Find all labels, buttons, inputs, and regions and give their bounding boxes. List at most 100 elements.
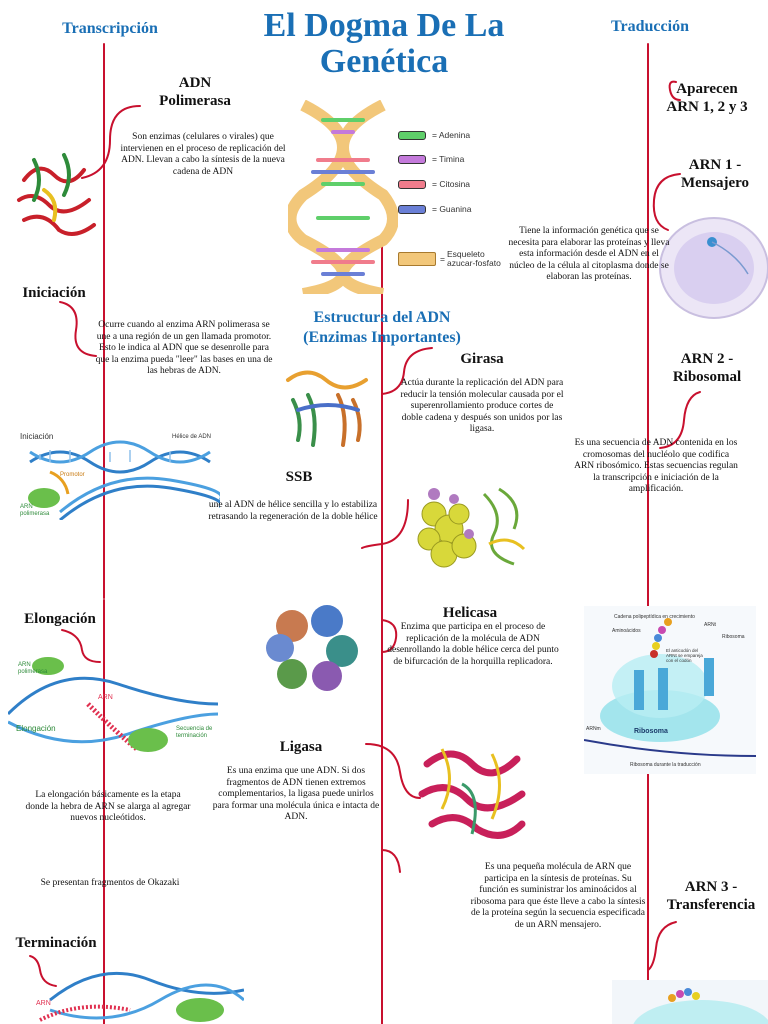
iniciacion-helix-graphic [28,440,220,520]
elongacion-helix-graphic [8,657,218,752]
connector-elongacion [61,629,101,663]
arnt-label: ARNt [704,622,716,628]
connector-aparecen [668,80,681,101]
girasa-text: Actúa durante la replicación del ADN par… [400,378,564,434]
heading-traduccion: Traducción [611,18,689,35]
terminacion-arn-label: ARN [36,1000,51,1007]
ribosoma-label: Ribosoma [634,728,668,735]
elongacion-image: ARN polimerasa ARN Elongación Secuencia … [8,654,218,764]
helicasa-text: Enzima que participa en el proceso de re… [387,622,559,667]
helice-adn-label: Hélice de ADN [172,434,212,440]
legend-item-esqueleto: = Esqueleto azucar-fosfato [398,250,507,268]
anticodon-label: El anticodón del ARNt se empareja con el… [666,648,703,663]
arn3-title-line1: ARN 3 - [684,879,738,895]
elongacion-title: Elongación [24,611,96,627]
adn-polimerasa-title-line1: ADN [178,75,212,91]
promotor-label: Promotor [60,472,85,478]
cadena-label: Cadena polipeptídica en crecimiento [614,614,695,620]
arnm-label: ARNm [586,726,601,732]
aparecen-title: Aparecen ARN 1, 2 y 3 [650,80,764,116]
adn-polimerasa-text: Son enzimas (celulares o virales) que in… [120,132,286,177]
legend-swatch-guanina [398,204,426,214]
arn1-title: ARN 1 - Mensajero [670,156,760,192]
okazaki-note: Se presentan fragmentos de Okazaki [40,878,180,888]
legend-item-citosina: = Citosina [398,177,470,191]
connector-arn3-text [381,849,401,873]
connector-arn2 [659,391,701,449]
iniciacion-title: Iniciación [22,285,86,301]
arn1-cell-image [659,217,768,319]
arn3-text: Es una pequeña molécula de ARN que parti… [470,862,646,930]
helicasa-star-icon: ✱ [303,635,321,660]
center-subtitle-line1: Estructura del ADN [313,309,451,326]
helicasa-image: ✱ [266,605,358,691]
legend-swatch-adenina [398,130,426,140]
elongacion-arn-label: ARN [98,694,113,701]
arn1-title-line2: Mensajero [680,175,750,191]
legend-swatch-citosina [398,179,426,189]
adn-polimerasa-title-line2: Polimerasa [159,93,231,109]
legend-item-guanina: = Guanina [398,202,471,216]
ribosoma-small-label: Ribosoma [722,634,745,640]
dna-helix-image [288,100,398,294]
connector-ssb [361,499,409,549]
legend-swatch-timina [398,154,426,164]
legend-item-timina: = Timina [398,152,464,166]
connector-ligasa [365,743,421,799]
connector-terminacion [29,955,57,987]
ribosoma-graphic [584,618,756,757]
arn1-text: Tiene la información genética que se nec… [508,226,670,282]
arn1-title-line1: ARN 1 - [688,157,742,173]
legend-label-adenina: = Adenina [432,130,471,140]
legend-label-citosina: = Citosina [432,179,471,189]
legend-item-adenina: = Adenina [398,128,470,142]
arn-polimerasa-label: ARN polimerasa [20,504,50,517]
aparecen-line2: ARN 1, 2 y 3 [666,99,748,115]
iniciacion-text: Ocurre cuando al enzima ARN polimerasa s… [95,320,273,376]
heading-transcripcion: Transcripción [62,20,158,37]
aparecen-line1: Aparecen [676,81,738,97]
arn2-title-line1: ARN 2 - [680,351,734,367]
legend-equals-esqueleto: = [440,254,445,264]
adn-polimerasa-image [17,153,96,236]
arn2-title: ARN 2 - Ribosomal [662,350,752,386]
connector-iniciacion [59,301,97,357]
elongacion-text: La elongación básicamente es la etapa do… [25,790,191,823]
arn3-image [612,980,768,1024]
ssb-title: SSB [285,469,313,485]
ssb-text: une al ADN de hélice sencilla y lo estab… [208,500,378,522]
aminoacidos-label: Aminoácidos [612,628,641,634]
arn2-title-line2: Ribosomal [672,369,742,385]
terminacion-helix-graphic [39,971,244,1022]
connector-arn3 [647,921,677,971]
iniciacion-image-label: Iniciación [20,432,54,441]
arn2-text: Es una secuencia de ADN contenida en los… [574,438,738,494]
center-subtitle-line2: (Enzimas Importantes) [303,329,461,346]
ligasa-text: Es una enzima que une ADN. Si dos fragme… [212,766,380,822]
connector-helicasa [381,619,398,653]
terminacion-title: Terminación [15,935,97,951]
legend-swatch-esqueleto [398,252,436,266]
center-subtitle: Estructura del ADN (Enzimas Importantes) [290,308,474,348]
ribosoma-caption: Ribosoma durante la traducción [630,762,701,768]
page-title: El Dogma De La Genética [263,7,505,80]
girasa-title: Girasa [460,351,504,367]
arn3-title: ARN 3 - Transferencia [656,878,766,914]
legend-label-timina: = Timina [432,154,465,164]
elongacion-image-label: Elongación [16,724,56,733]
ligasa-title: Ligasa [279,739,323,755]
girasa-image [286,370,368,447]
legend-label-guanina: = Guanina [432,204,472,214]
terminacion-image: ARN [30,960,244,1024]
connector-adn-polimerasa [81,105,141,179]
secuencia-terminacion-label: Secuencia de terminación [176,726,213,739]
helicasa-title: Helicasa [442,605,498,621]
legend-label-esqueleto: Esqueleto azucar-fosfato [446,249,501,268]
ssb-image [417,487,526,568]
connector-arn1 [652,173,681,231]
elongacion-arn-polimerasa-label: ARN polimerasa [18,662,48,675]
connector-girasa [381,347,433,395]
ribosoma-image: Cadena polipeptídica en crecimiento Amin… [584,606,756,774]
ligasa-image [418,748,526,839]
